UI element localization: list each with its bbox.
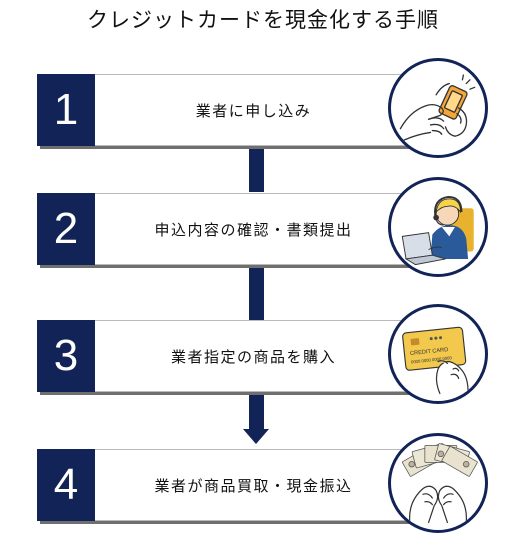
flow-connector <box>249 147 264 192</box>
smartphone-hands-icon <box>388 58 488 158</box>
step-label: 申込内容の確認・書類提出 <box>154 220 353 239</box>
call-center-operator-icon <box>388 177 488 277</box>
cash-bills-hands-icon <box>388 433 488 533</box>
step-label: 業者指定の商品を購入 <box>170 347 336 366</box>
flow-connector <box>249 266 264 321</box>
flow-arrow-head <box>243 429 269 444</box>
step-4: 4 業者が商品買取・現金振込 <box>37 449 412 521</box>
step-2: 2 申込内容の確認・書類提出 <box>37 193 412 265</box>
card-number-text: 0000 0000 0000 0000 <box>411 355 453 364</box>
step-label: 業者に申し込み <box>195 101 312 120</box>
step-3: 3 業者指定の商品を購入 <box>37 320 412 392</box>
card-brand-text: CREDIT CARD <box>410 347 449 357</box>
step-number: 3 <box>37 320 95 392</box>
step-label: 業者が商品買取・現金振込 <box>154 476 353 495</box>
step-number: 4 <box>37 449 95 521</box>
step-number: 2 <box>37 193 95 265</box>
page-title: クレジットカードを現金化する手順 <box>87 8 439 32</box>
credit-card-hand-icon: CREDIT CARD 0000 0000 0000 0000 <box>388 304 488 404</box>
step-number: 1 <box>37 74 95 146</box>
step-1: 1 業者に申し込み <box>37 74 412 146</box>
flow-connector <box>249 392 264 430</box>
